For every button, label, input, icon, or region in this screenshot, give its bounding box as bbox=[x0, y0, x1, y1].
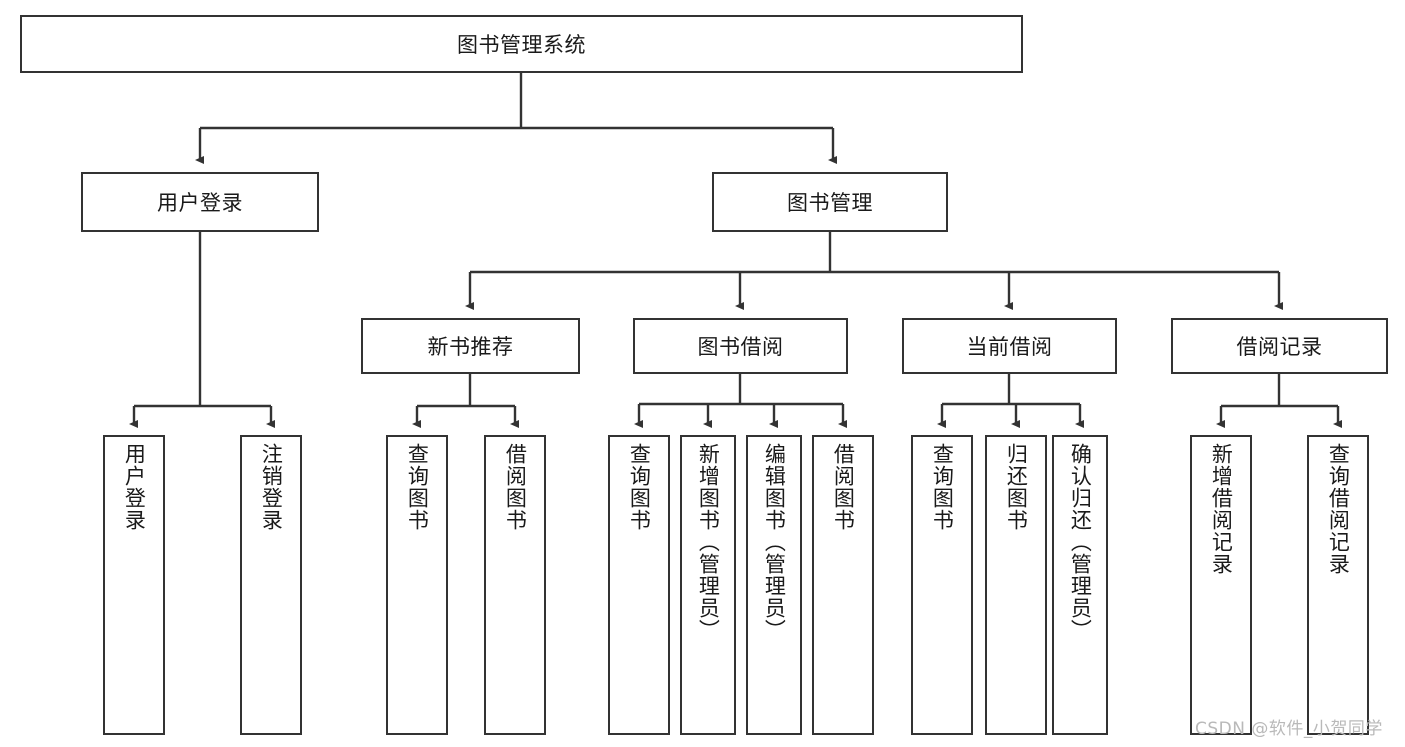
node-root-system[interactable]: 图书管理系统 bbox=[20, 15, 1023, 73]
leaf-label: 借阅图书 bbox=[503, 443, 528, 531]
leaf-label: 借阅图书 bbox=[831, 443, 856, 531]
node-leaf-return-books[interactable]: 归还图书 bbox=[985, 435, 1047, 735]
node-leaf-borrow-books-borrow[interactable]: 借阅图书 bbox=[812, 435, 874, 735]
node-borrow-record[interactable]: 借阅记录 bbox=[1171, 318, 1388, 374]
node-book-borrow[interactable]: 图书借阅 bbox=[633, 318, 848, 374]
node-leaf-confirm-return-admin[interactable]: 确认归还（管理员） bbox=[1052, 435, 1108, 735]
node-leaf-logout[interactable]: 注销登录 bbox=[240, 435, 302, 735]
leaf-label: 注销登录 bbox=[259, 443, 284, 531]
leaf-label: 确认归还（管理员） bbox=[1068, 443, 1093, 641]
node-leaf-borrow-books-recommend[interactable]: 借阅图书 bbox=[484, 435, 546, 735]
leaf-label: 编辑图书（管理员） bbox=[762, 443, 787, 641]
node-user-login[interactable]: 用户登录 bbox=[81, 172, 319, 232]
node-leaf-edit-book-admin[interactable]: 编辑图书（管理员） bbox=[746, 435, 802, 735]
leaf-label: 查询借阅记录 bbox=[1326, 443, 1351, 575]
leaf-label: 查询图书 bbox=[930, 443, 955, 531]
node-leaf-query-books-borrow[interactable]: 查询图书 bbox=[608, 435, 670, 735]
node-leaf-query-books-current[interactable]: 查询图书 bbox=[911, 435, 973, 735]
leaf-label: 查询图书 bbox=[405, 443, 430, 531]
node-current-borrow[interactable]: 当前借阅 bbox=[902, 318, 1117, 374]
node-leaf-add-borrow-record[interactable]: 新增借阅记录 bbox=[1190, 435, 1252, 735]
node-leaf-query-borrow-record[interactable]: 查询借阅记录 bbox=[1307, 435, 1369, 735]
node-leaf-query-books-recommend[interactable]: 查询图书 bbox=[386, 435, 448, 735]
node-leaf-add-book-admin[interactable]: 新增图书（管理员） bbox=[680, 435, 736, 735]
leaf-label: 新增图书（管理员） bbox=[696, 443, 721, 641]
node-book-management[interactable]: 图书管理 bbox=[712, 172, 948, 232]
node-leaf-user-login[interactable]: 用户登录 bbox=[103, 435, 165, 735]
leaf-label: 归还图书 bbox=[1004, 443, 1029, 531]
leaf-label: 用户登录 bbox=[122, 443, 147, 531]
node-new-book-recommend[interactable]: 新书推荐 bbox=[361, 318, 580, 374]
leaf-label: 新增借阅记录 bbox=[1209, 443, 1234, 575]
leaf-label: 查询图书 bbox=[627, 443, 652, 531]
